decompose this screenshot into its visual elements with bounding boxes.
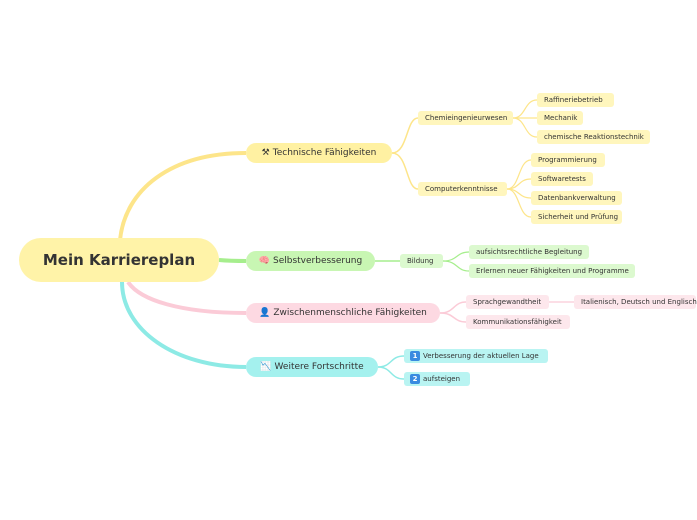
- link-root-technische: [118, 151, 247, 241]
- hammer-pick-icon: ⚒: [261, 148, 270, 158]
- node-label: Mechanik: [544, 114, 578, 122]
- link-root-weitere: [120, 281, 247, 369]
- node-verbesserung-der-aktuellen-lage[interactable]: 1 Verbesserung der aktuellen Lage: [404, 349, 548, 363]
- node-chemieingenieurwesen[interactable]: Chemieingenieurwesen: [418, 111, 513, 125]
- node-aufsichtsrechtliche-begleitung[interactable]: aufsichtsrechtliche Begleitung: [469, 245, 589, 259]
- link-root-zwischen: [126, 280, 247, 315]
- chart-icon: 📉: [260, 362, 272, 372]
- node-datenbankverwaltung[interactable]: Datenbankverwaltung: [531, 191, 622, 205]
- branch-label: Selbstverbesserung: [272, 256, 363, 266]
- number-one-icon: 1: [410, 351, 420, 361]
- node-label: Datenbankverwaltung: [538, 194, 616, 202]
- node-label: Sprachgewandtheit: [473, 298, 542, 306]
- node-erlernen-neuer-faehigkeiten[interactable]: Erlernen neuer Fähigkeiten und Programme: [469, 264, 635, 278]
- node-kommunikationsfaehigkeit[interactable]: Kommunikationsfähigkeit: [466, 315, 570, 329]
- branch-label: Zwischenmenschliche Fähigkeiten: [273, 308, 427, 318]
- node-label: Sicherheit und Prüfung: [538, 213, 619, 221]
- node-label: chemische Reaktionstechnik: [544, 133, 644, 141]
- brain-icon: 🧠: [258, 256, 270, 266]
- node-sicherheit-und-pruefung[interactable]: Sicherheit und Prüfung: [531, 210, 622, 224]
- branch-label: Weitere Fortschritte: [274, 362, 364, 372]
- node-label: Chemieingenieurwesen: [425, 114, 508, 122]
- node-italienisch-deutsch-englisch[interactable]: Italienisch, Deutsch und Englisch: [574, 295, 697, 309]
- node-label: aufsichtsrechtliche Begleitung: [476, 248, 583, 256]
- branch-technische-faehigkeiten[interactable]: ⚒ Technische Fähigkeiten: [246, 143, 392, 163]
- branch-weitere-fortschritte[interactable]: 📉 Weitere Fortschritte: [246, 357, 378, 377]
- branch-selbstverbesserung[interactable]: 🧠 Selbstverbesserung: [246, 251, 375, 271]
- node-label: Verbesserung der aktuellen Lage: [423, 352, 539, 360]
- node-label: Programmierung: [538, 156, 597, 164]
- node-computerkenntnisse[interactable]: Computerkenntnisse: [418, 182, 507, 196]
- number-two-icon: 2: [410, 374, 420, 384]
- node-label: Bildung: [407, 257, 434, 265]
- node-label: Italienisch, Deutsch und Englisch: [581, 298, 697, 306]
- node-label: aufsteigen: [423, 375, 461, 383]
- person-icon: 👤: [259, 308, 271, 318]
- node-chemische-reaktionstechnik[interactable]: chemische Reaktionstechnik: [537, 130, 650, 144]
- node-label: Kommunikationsfähigkeit: [473, 318, 562, 326]
- root-label: Mein Karriereplan: [42, 251, 196, 269]
- root-node[interactable]: Mein Karriereplan: [19, 238, 219, 282]
- node-aufsteigen[interactable]: 2 aufsteigen: [404, 372, 470, 386]
- node-bildung[interactable]: Bildung: [400, 254, 443, 268]
- node-softwaretests[interactable]: Softwaretests: [531, 172, 593, 186]
- branch-label: Technische Fähigkeiten: [272, 148, 377, 158]
- node-sprachgewandtheit[interactable]: Sprachgewandtheit: [466, 295, 549, 309]
- node-raffineriebetrieb[interactable]: Raffineriebetrieb: [537, 93, 614, 107]
- node-label: Softwaretests: [538, 175, 586, 183]
- node-programmierung[interactable]: Programmierung: [531, 153, 605, 167]
- node-label: Raffineriebetrieb: [544, 96, 603, 104]
- node-mechanik[interactable]: Mechanik: [537, 111, 583, 125]
- branch-zwischenmenschliche-faehigkeiten[interactable]: 👤 Zwischenmenschliche Fähigkeiten: [246, 303, 440, 323]
- node-label: Computerkenntnisse: [425, 185, 498, 193]
- link-root-selbst: [218, 258, 247, 263]
- node-label: Erlernen neuer Fähigkeiten und Programme: [476, 267, 629, 275]
